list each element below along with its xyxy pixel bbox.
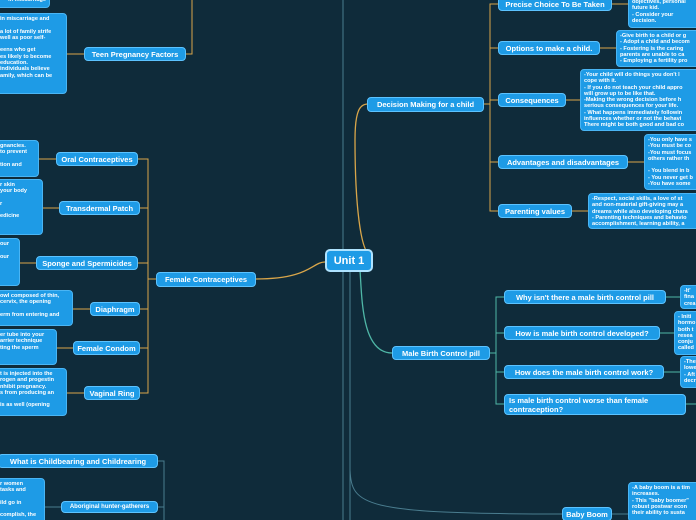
- teen-top-note: in miscarriage: [0, 0, 50, 8]
- consequences-node[interactable]: Consequences: [498, 93, 566, 107]
- female-condom-node[interactable]: Female Condom: [73, 341, 140, 355]
- teen-pregnancy-node[interactable]: Teen Pregnancy Factors: [84, 47, 186, 61]
- baby-boom-note: -A baby boom is a tim increases. - This …: [628, 482, 696, 520]
- oral-contraceptives-node[interactable]: Oral Contraceptives: [56, 152, 138, 166]
- options-note: -Give birth to a child or g - Adopt a ch…: [616, 30, 696, 67]
- male-birth-control-node[interactable]: Male Birth Control pill: [392, 346, 490, 360]
- sponge-spermicides-note: our our: [0, 238, 20, 286]
- female-condom-note: er tube into your arrier technique ting …: [0, 329, 57, 365]
- aboriginal-node[interactable]: Aboriginal hunter-gatherers: [61, 501, 158, 513]
- transdermal-patch-node[interactable]: Transdermal Patch: [59, 201, 140, 215]
- sponge-spermicides-node[interactable]: Sponge and Spermicides: [36, 256, 138, 270]
- transdermal-patch-note: r skin your body r edicine: [0, 179, 43, 235]
- teen-pregnancy-note: in miscarriage and a lot of family strif…: [0, 13, 67, 94]
- parenting-values-node[interactable]: Parenting values: [498, 204, 572, 218]
- root-node[interactable]: Unit 1: [325, 249, 373, 272]
- male-vs-female-node[interactable]: Is male birth control worse than female …: [504, 394, 686, 415]
- how-works-node[interactable]: How does the male birth control work?: [504, 365, 664, 379]
- why-no-male-pill-node[interactable]: Why isn't there a male birth control pil…: [504, 290, 666, 304]
- precise-choice-note: objectives, personal future kid. - Consi…: [628, 0, 696, 28]
- how-developed-node[interactable]: How is male birth control developed?: [504, 326, 660, 340]
- advantages-note: -You only have s -You must be co -You mu…: [644, 134, 696, 190]
- consequences-note: -Your child will do things you don't l c…: [580, 69, 696, 131]
- how-works-note: -The lowe - Aft decre: [680, 356, 696, 388]
- vaginal-ring-node[interactable]: Vaginal Ring: [84, 386, 140, 400]
- parenting-values-note: -Respect, social skills, a love of st an…: [588, 193, 696, 229]
- how-developed-note: - Initi hormo both t resea conju called: [674, 311, 696, 355]
- female-contraceptives-node[interactable]: Female Contraceptives: [156, 272, 256, 287]
- baby-boom-node[interactable]: Baby Boom: [562, 507, 612, 520]
- childbearing-node[interactable]: What is Childbearing and Childrearing: [0, 454, 158, 468]
- options-node[interactable]: Options to make a child.: [498, 41, 600, 55]
- precise-choice-node[interactable]: Precise Choice To Be Taken: [498, 0, 612, 11]
- diaphragm-node[interactable]: Diaphragm: [90, 302, 140, 316]
- why-no-male-pill-note: -It' fina crea: [680, 285, 696, 309]
- decision-making-node[interactable]: Decision Making for a child: [367, 97, 484, 112]
- aboriginal-note: r women tasks and ild go in complish, th…: [0, 478, 45, 520]
- diaphragm-note: owl composed of thin, cervix, the openin…: [0, 290, 73, 326]
- vaginal-ring-note: t is injected into the rogen and progest…: [0, 368, 67, 416]
- oral-contraceptives-note: gnancies. to prevent tion and: [0, 140, 39, 177]
- advantages-node[interactable]: Advantages and disadvantages: [498, 155, 628, 169]
